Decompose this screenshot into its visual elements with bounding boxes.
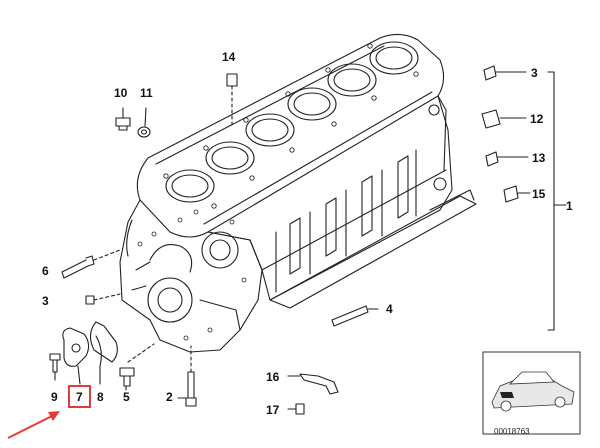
part-3-sleeve-upper <box>483 65 497 81</box>
part-8-gasket <box>95 335 102 367</box>
part-16-bracket <box>299 373 339 395</box>
part-7-cover <box>62 327 90 367</box>
part-17-bolt <box>295 403 305 415</box>
callout-7-highlight-box <box>68 385 91 408</box>
callout-12: 12 <box>530 112 544 126</box>
part-6-bolt <box>61 255 95 279</box>
callout-11: 11 <box>140 86 153 100</box>
part-9-bolt <box>49 353 61 373</box>
callout-5: 5 <box>123 390 130 404</box>
engine-block <box>89 33 477 363</box>
diagram-part-number: 00018763 <box>494 427 530 436</box>
callout-6: 6 <box>42 264 49 278</box>
callout-4: 4 <box>386 302 393 316</box>
part-15-sleeve <box>503 185 519 203</box>
callout-2: 2 <box>166 390 173 404</box>
part-13-sleeve <box>485 151 499 167</box>
pointer-arrow <box>7 411 60 439</box>
callout-17: 17 <box>266 403 280 417</box>
callout-1: 1 <box>566 199 573 213</box>
part-11-washer <box>137 126 151 138</box>
part-3-dowel-lower <box>85 295 95 305</box>
callout-3a: 3 <box>531 66 538 80</box>
callout-10: 10 <box>114 86 128 100</box>
callout-16: 16 <box>266 370 280 384</box>
callout-7: 7 <box>76 390 83 404</box>
part-14-dowel <box>226 73 238 87</box>
car-thumbnail <box>482 351 581 435</box>
part-5-bolt <box>119 367 135 387</box>
callout-13: 13 <box>532 151 546 165</box>
part-10-plug <box>115 117 131 131</box>
part-2-bolt <box>185 371 197 407</box>
callout-15: 15 <box>532 187 546 201</box>
callout-8: 8 <box>97 390 104 404</box>
part-12-plug <box>481 109 501 129</box>
callout-9: 9 <box>51 390 58 404</box>
callout-14: 14 <box>222 50 236 64</box>
part-4-stud <box>331 305 369 327</box>
callout-3b: 3 <box>42 294 49 308</box>
